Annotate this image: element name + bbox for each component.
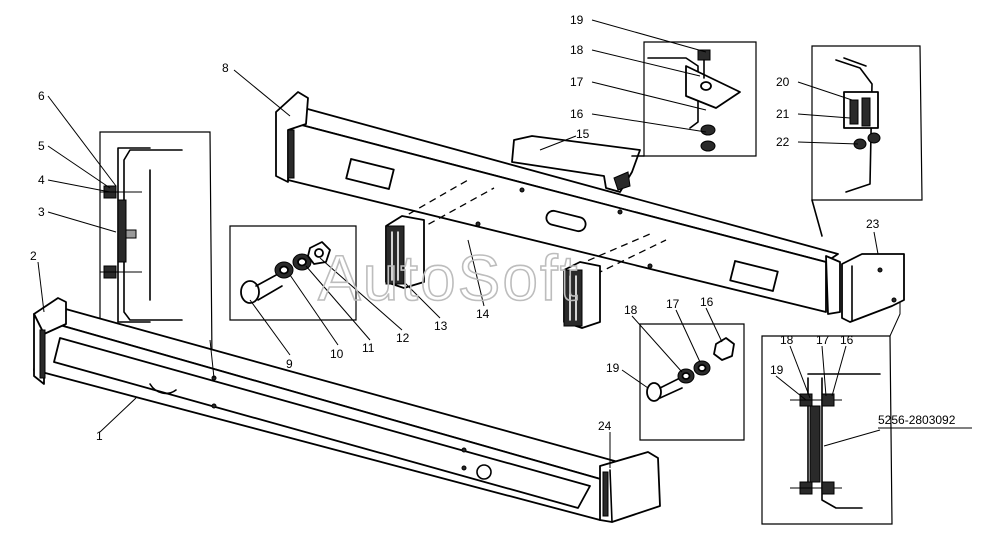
callout-16-right: 16 xyxy=(840,333,854,347)
callout-16-upper: 16 xyxy=(570,107,584,121)
part-15-bracket xyxy=(511,41,757,193)
callout-16-mid: 16 xyxy=(700,295,714,309)
detail-hardware-9-12 xyxy=(229,225,357,321)
watermark-text: AutoSoft xyxy=(318,242,580,314)
part-1-lower-beam xyxy=(33,307,641,521)
part-2-left-endcap xyxy=(33,297,67,385)
callout-15: 15 xyxy=(576,127,590,141)
callout-21: 21 xyxy=(776,107,790,121)
part-24-right-endcap xyxy=(599,451,661,523)
callout-1: 1 xyxy=(96,429,103,443)
callout-2: 2 xyxy=(30,249,37,263)
callout-18-right: 18 xyxy=(780,333,794,347)
callout-19-mid: 19 xyxy=(606,361,620,375)
callout-23: 23 xyxy=(866,217,880,231)
callout-6: 6 xyxy=(38,89,45,103)
callout-17-upper-b: 17 xyxy=(570,75,584,89)
callout-24: 24 xyxy=(598,419,612,433)
callout-8: 8 xyxy=(222,61,229,75)
callout-12: 12 xyxy=(396,331,410,345)
callout-5: 5 xyxy=(38,139,45,153)
callout-18-upper: 18 xyxy=(570,43,584,57)
detail-left-section xyxy=(99,131,213,361)
callout-22: 22 xyxy=(776,135,790,149)
callout-9: 9 xyxy=(286,357,293,371)
leader-lines xyxy=(37,19,901,468)
detail-parts-20-22 xyxy=(811,45,923,237)
callout-17-right: 17 xyxy=(816,333,830,347)
callout-14: 14 xyxy=(476,307,490,321)
callout-11: 11 xyxy=(362,341,375,355)
part-code-label: 5256-2803092 xyxy=(878,413,956,427)
callout-19-upper: 19 xyxy=(570,13,584,27)
detail-right-section xyxy=(761,335,893,525)
callout-labels: 1 2 3 4 5 6 7 8 9 10 11 12 13 14 15 19 1… xyxy=(30,13,880,443)
callout-18-mid: 18 xyxy=(624,303,638,317)
callout-4: 4 xyxy=(38,173,45,187)
parts-13-14-pads xyxy=(385,179,667,329)
callout-17-mid: 17 xyxy=(666,297,680,311)
callout-20: 20 xyxy=(776,75,790,89)
callout-13: 13 xyxy=(434,319,448,333)
callout-19-right: 19 xyxy=(770,363,784,377)
callout-10: 10 xyxy=(330,347,344,361)
part-8-upper-beam xyxy=(275,91,841,315)
detail-hardware-16-19 xyxy=(639,323,745,441)
part-23-right-endpiece xyxy=(841,253,905,323)
callout-3: 3 xyxy=(38,205,45,219)
